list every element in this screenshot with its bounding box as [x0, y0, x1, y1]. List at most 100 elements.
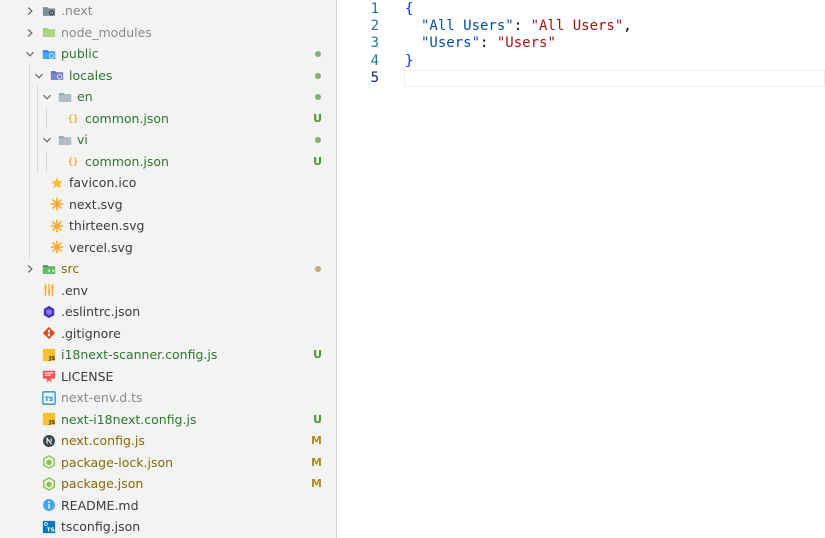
svg-text:TS: TS — [44, 396, 53, 403]
explorer-item-label: .env — [61, 282, 88, 298]
indent-guide — [29, 150, 30, 172]
explorer-folder-src[interactable]: src — [0, 258, 336, 280]
chevron-down-icon[interactable] — [24, 48, 36, 60]
git-modified-badge: M — [311, 455, 322, 469]
svg-text:{}: {} — [67, 158, 78, 168]
folder-icon — [57, 89, 72, 104]
code-line[interactable]: 3 "Users": "Users" — [337, 34, 825, 52]
explorer-file-favicon-ico[interactable]: favicon.ico — [0, 172, 336, 194]
git-status-dot — [315, 266, 321, 272]
svg-text:JS: JS — [47, 355, 54, 361]
explorer-item-label: next-env.d.ts — [61, 390, 143, 405]
explorer-folder-en[interactable]: en — [0, 86, 336, 108]
explorer-file-thirteen-svg[interactable]: thirteen.svg — [0, 215, 336, 237]
git-status-dot — [315, 137, 321, 143]
explorer-file-readme-md[interactable]: README.md — [0, 495, 336, 517]
chevron-down-icon[interactable] — [41, 91, 53, 103]
eslint-icon — [41, 304, 56, 319]
indent-guide — [46, 150, 47, 172]
explorer-item-label: thirteen.svg — [69, 218, 145, 233]
explorer-item-label: README.md — [61, 497, 139, 513]
explorer-item-label: .gitignore — [61, 325, 121, 341]
indent-guide — [29, 129, 30, 151]
code-line[interactable]: 2 "All Users": "All Users", — [337, 17, 825, 35]
explorer-file-next-env-d-ts[interactable]: TS next-env.d.ts — [0, 387, 336, 409]
explorer-item-label: en — [77, 89, 93, 104]
indent-guide — [29, 86, 30, 108]
explorer-folder-next[interactable]: N.next — [0, 0, 336, 22]
code-editor[interactable]: 1 { 2 "All Users": "All Users", 3 "Users… — [337, 0, 825, 538]
indent-guide — [29, 64, 30, 86]
explorer-folder-node-modules[interactable]: node_modules — [0, 22, 336, 44]
indent-guide — [37, 86, 38, 108]
line-number: 2 — [370, 18, 379, 34]
chevron-down-icon[interactable] — [33, 70, 45, 82]
git-status-dot — [315, 72, 321, 79]
explorer-file-gitignore[interactable]: .gitignore — [0, 323, 336, 345]
explorer-item-label: common.json — [85, 110, 169, 126]
explorer-item-label: next.config.js — [61, 433, 145, 448]
js-icon: JS — [41, 412, 56, 427]
json-icon: {} — [65, 154, 80, 169]
indent-guide — [46, 107, 47, 129]
chevron-down-icon[interactable] — [41, 134, 53, 146]
explorer-folder-vi[interactable]: vi — [0, 129, 336, 151]
folder-public-icon — [41, 46, 56, 61]
explorer-file-next-svg[interactable]: next.svg — [0, 193, 336, 215]
explorer-item-label: next-i18next.config.js — [61, 411, 197, 427]
explorer-folder-public[interactable]: public — [0, 43, 336, 65]
json-value: "Users" — [496, 35, 556, 51]
json-entry: "Users": "Users" — [421, 34, 556, 52]
folder-node-icon — [41, 25, 56, 40]
explorer-item-label: .eslintrc.json — [61, 304, 141, 319]
line-number: 3 — [370, 35, 379, 51]
explorer-file-license[interactable]: LICENSE — [0, 366, 336, 388]
json-key: "All Users" — [421, 18, 514, 34]
explorer-item-label: public — [61, 46, 99, 61]
git-untracked-badge: U — [313, 111, 322, 125]
json-key: "Users" — [421, 35, 481, 51]
line-number: 4 — [370, 53, 379, 69]
git-status-dot — [315, 94, 321, 100]
explorer-item-label: tsconfig.json — [61, 519, 141, 534]
explorer-item-label: i18next-scanner.config.js — [61, 347, 218, 362]
indent-guide — [29, 107, 30, 129]
explorer-folder-locales[interactable]: locales — [0, 64, 336, 86]
explorer-item-label: vi — [77, 132, 88, 147]
json-icon: {} — [65, 111, 80, 126]
svg-text:TS: TS — [46, 527, 54, 533]
svg-text:{}: {} — [67, 115, 78, 125]
code-line[interactable]: 5 — [337, 69, 825, 87]
explorer-file-vercel-svg[interactable]: vercel.svg — [0, 236, 336, 258]
explorer-item-label: package-lock.json — [61, 454, 174, 470]
explorer-item-label: node_modules — [61, 24, 152, 40]
indent-guide — [37, 129, 38, 151]
js-icon: JS — [41, 347, 56, 362]
json-entry: "All Users": "All Users", — [421, 17, 632, 35]
git-untracked-badge: U — [313, 154, 322, 168]
info-icon — [41, 498, 56, 513]
nodejs-icon — [41, 455, 56, 470]
indent-guide — [29, 236, 30, 258]
chevron-right-icon[interactable] — [24, 263, 36, 275]
explorer-file-common-json[interactable]: {} common.json U — [0, 107, 336, 129]
explorer-file-tsconfig-json[interactable]: TS tsconfig.json — [0, 516, 336, 538]
folder-next-icon: N — [41, 3, 56, 18]
chevron-right-icon[interactable] — [24, 27, 36, 39]
license-icon — [41, 369, 56, 384]
open-brace: { — [405, 1, 414, 17]
explorer-item-label: next.svg — [69, 196, 123, 212]
nextjs-icon — [41, 433, 56, 448]
code-line[interactable]: 1 { — [337, 0, 825, 18]
chevron-right-icon[interactable] — [24, 5, 36, 17]
code-line[interactable]: 4 } — [337, 52, 825, 70]
explorer-file-eslintrc-json[interactable]: .eslintrc.json — [0, 301, 336, 323]
folder-locales-icon — [49, 68, 64, 83]
explorer-file-env[interactable]: .env — [0, 280, 336, 302]
explorer-file-package-lock-json[interactable]: package-lock.json M — [0, 452, 336, 474]
